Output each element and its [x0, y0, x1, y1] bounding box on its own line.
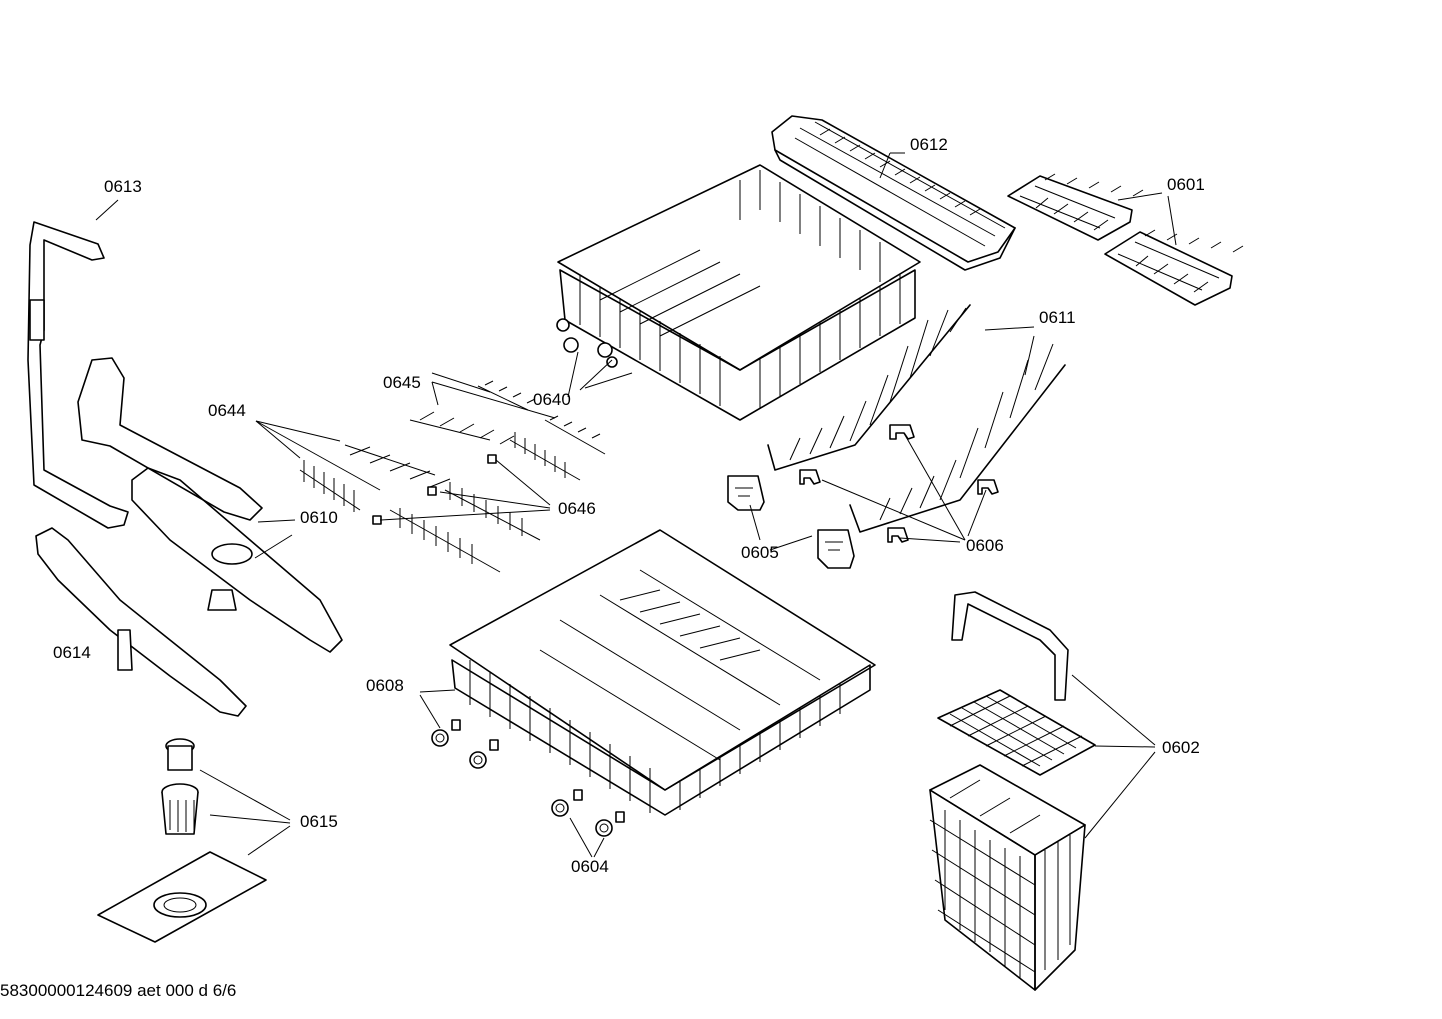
label-0644: 0644	[208, 401, 246, 420]
part-lower-basket	[449, 529, 876, 816]
part-0615-filter	[97, 738, 267, 943]
document-id-footer: 58300000124609 aet 000 d 6/6	[0, 981, 237, 1000]
label-0615: 0615	[300, 812, 338, 831]
leader-lines	[95, 152, 1177, 858]
part-labels: 0612 0601 0613 0611 0645 0640 0644 0646 …	[53, 135, 1205, 876]
part-0605-brackets	[727, 475, 855, 569]
label-0612: 0612	[910, 135, 948, 154]
label-0604: 0604	[571, 857, 609, 876]
part-0602-cutlery-basket	[929, 591, 1096, 991]
label-0613: 0613	[104, 177, 142, 196]
part-0644-0645-0646-small-racks	[299, 380, 606, 573]
label-0640: 0640	[533, 390, 571, 409]
part-0611-tine-rows	[767, 304, 1066, 533]
part-0612-cutlery-tray	[771, 115, 1016, 271]
part-0640-upper-basket	[556, 164, 921, 421]
part-0613-feed-pipe	[27, 221, 129, 529]
label-0646: 0646	[558, 499, 596, 518]
label-0645: 0645	[383, 373, 421, 392]
part-0608-0604-wheels	[431, 719, 625, 837]
label-0614: 0614	[53, 643, 91, 662]
label-0611: 0611	[1039, 308, 1076, 327]
part-0614-lower-spray-arm	[35, 527, 247, 717]
label-0610: 0610	[300, 508, 338, 527]
part-0601-fold-down-racks	[1007, 173, 1244, 306]
label-0601: 0601	[1167, 175, 1205, 194]
label-0606: 0606	[966, 536, 1004, 555]
label-0602: 0602	[1162, 738, 1200, 757]
label-0605: 0605	[741, 543, 779, 562]
part-0610-spray-arm	[77, 357, 343, 653]
label-0608: 0608	[366, 676, 404, 695]
